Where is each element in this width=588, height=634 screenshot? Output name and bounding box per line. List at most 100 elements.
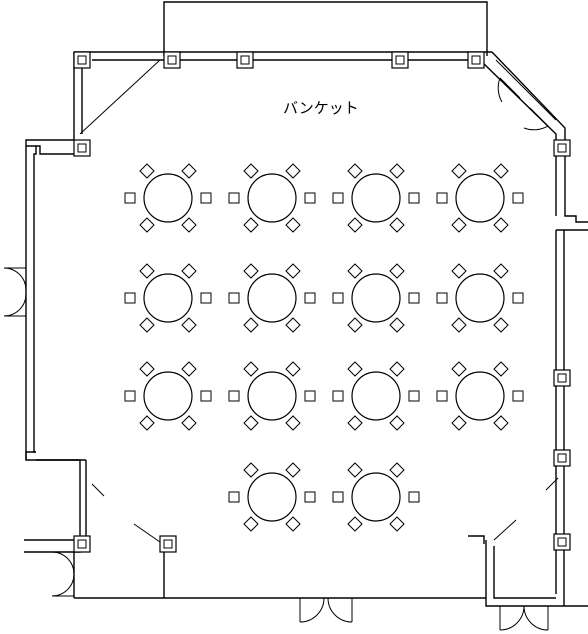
chair [124, 390, 136, 402]
column [73, 535, 91, 553]
chair [200, 292, 212, 304]
round-table [351, 472, 401, 522]
southwest-double-door [51, 551, 75, 597]
chair [512, 292, 524, 304]
chair [347, 516, 363, 532]
column [553, 533, 571, 551]
chair [347, 217, 363, 233]
south-double-door [299, 597, 353, 623]
chair [285, 462, 301, 478]
chair [512, 390, 524, 402]
chair [243, 217, 259, 233]
chair [451, 361, 467, 377]
corner-partitions [79, 59, 559, 543]
chair [124, 192, 136, 204]
round-table-set [436, 361, 524, 431]
chair [285, 361, 301, 377]
chair [512, 192, 524, 204]
chair [285, 415, 301, 431]
round-table-set [228, 361, 316, 431]
round-table [455, 273, 505, 323]
chair [181, 317, 197, 333]
round-table-set [124, 263, 212, 333]
chair [389, 217, 405, 233]
chair [285, 516, 301, 532]
round-table [455, 371, 505, 421]
chair [436, 292, 448, 304]
chair [451, 415, 467, 431]
round-table [143, 273, 193, 323]
chair [200, 192, 212, 204]
round-table-set [332, 361, 420, 431]
round-table [351, 273, 401, 323]
chair [181, 415, 197, 431]
chair [124, 292, 136, 304]
chair [332, 491, 344, 503]
chair [389, 163, 405, 179]
chair [304, 390, 316, 402]
chair [243, 317, 259, 333]
chair [139, 217, 155, 233]
round-table [247, 371, 297, 421]
chair [451, 317, 467, 333]
round-table-set [332, 462, 420, 532]
round-table [247, 173, 297, 223]
column [553, 139, 571, 157]
round-table-set [332, 263, 420, 333]
chair [389, 516, 405, 532]
chair [493, 163, 509, 179]
chair [200, 390, 212, 402]
chair [347, 462, 363, 478]
chair [228, 390, 240, 402]
chair [408, 491, 420, 503]
doors [3, 77, 549, 631]
chair [181, 361, 197, 377]
chair [347, 415, 363, 431]
northeast-double-door [497, 77, 549, 131]
chair [493, 217, 509, 233]
chair [347, 163, 363, 179]
chair [304, 491, 316, 503]
west-double-door [3, 267, 27, 317]
round-table-set [228, 263, 316, 333]
round-table [351, 371, 401, 421]
chair [181, 163, 197, 179]
column [553, 449, 571, 467]
chair [493, 317, 509, 333]
round-table [247, 273, 297, 323]
chair [408, 390, 420, 402]
chair [243, 462, 259, 478]
chair [243, 263, 259, 279]
round-table [143, 173, 193, 223]
chair [228, 491, 240, 503]
column [73, 139, 91, 157]
chair [304, 192, 316, 204]
chair [228, 192, 240, 204]
chair [347, 317, 363, 333]
chair [347, 263, 363, 279]
chair [285, 263, 301, 279]
banquet-tables [124, 163, 524, 532]
chair [285, 317, 301, 333]
chair [389, 263, 405, 279]
exterior-walls [24, 51, 588, 607]
chair [451, 263, 467, 279]
chair [304, 292, 316, 304]
column [467, 51, 485, 69]
columns [73, 51, 571, 553]
chair [389, 462, 405, 478]
north-annex [163, 1, 488, 56]
chair [243, 361, 259, 377]
column [163, 51, 181, 69]
chair [389, 415, 405, 431]
chair [436, 390, 448, 402]
chair [181, 217, 197, 233]
round-table [351, 173, 401, 223]
chair [181, 263, 197, 279]
chair [332, 192, 344, 204]
chair [139, 263, 155, 279]
round-table-set [228, 163, 316, 233]
chair [285, 163, 301, 179]
column [159, 535, 177, 553]
